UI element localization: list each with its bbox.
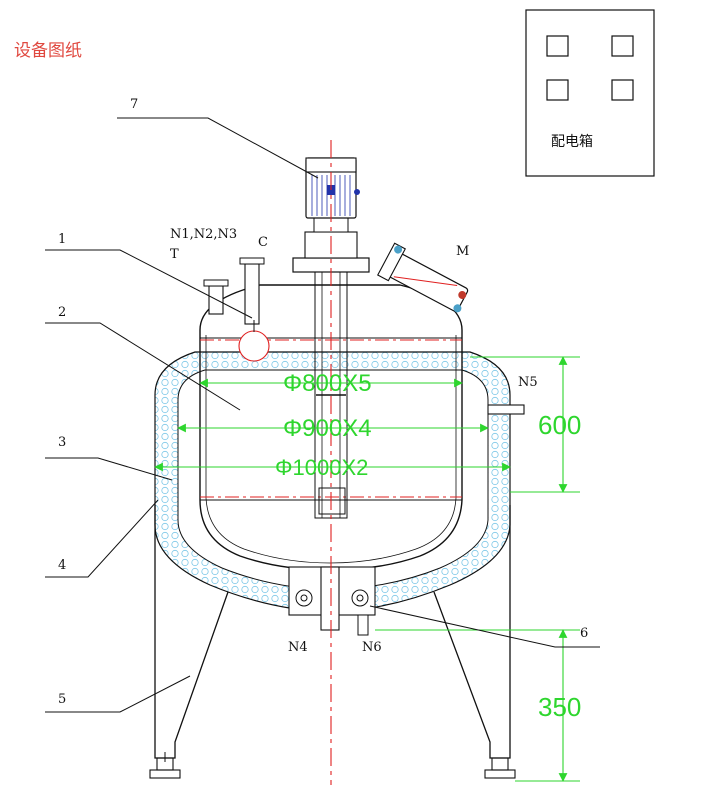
callout-6: 6 (580, 626, 588, 641)
callout-7: 7 (130, 97, 138, 112)
manhole (377, 242, 469, 313)
support-legs (149, 505, 516, 779)
drawing-title: 设备图纸 (14, 41, 82, 61)
switch-icon (611, 79, 634, 101)
callout-1: 1 (58, 232, 66, 247)
side-nozzle-n5 (487, 404, 525, 415)
nozzle-label-n4: N4 (288, 640, 308, 655)
panel-label: 配电箱 (551, 134, 593, 150)
dim-d1: Φ800X5 (283, 370, 372, 397)
nozzle-label-n5: N5 (518, 375, 538, 390)
callout-3: 3 (58, 435, 66, 450)
height-dimensions: 600 350 (375, 356, 581, 782)
switch-icon (546, 79, 569, 101)
callout-2: 2 (58, 305, 66, 320)
nozzle-label-c: C (258, 235, 268, 250)
callout-leaders (45, 117, 600, 713)
switch-icon (546, 35, 569, 57)
dim-jacket-height: 600 (538, 410, 581, 440)
diameter-dimensions: Φ800X5 Φ900X4 Φ1000X2 (154, 370, 511, 480)
nozzle-label-n1n2n3: N1,N2,N3 (170, 227, 237, 242)
dim-leg-height: 350 (538, 692, 581, 722)
distribution-box: 配电箱 (525, 9, 655, 177)
nozzle-label-m: M (456, 244, 469, 259)
callout-4: 4 (58, 558, 66, 573)
switch-icon (611, 35, 634, 57)
callout-5: 5 (58, 692, 66, 707)
top-nozzles (203, 257, 270, 362)
dim-d3: Φ1000X2 (275, 455, 368, 480)
dim-d2: Φ900X4 (283, 415, 372, 442)
bottom-outlet (288, 566, 376, 636)
nozzle-label-t: T (170, 247, 179, 262)
nozzle-label-n6: N6 (362, 640, 382, 655)
